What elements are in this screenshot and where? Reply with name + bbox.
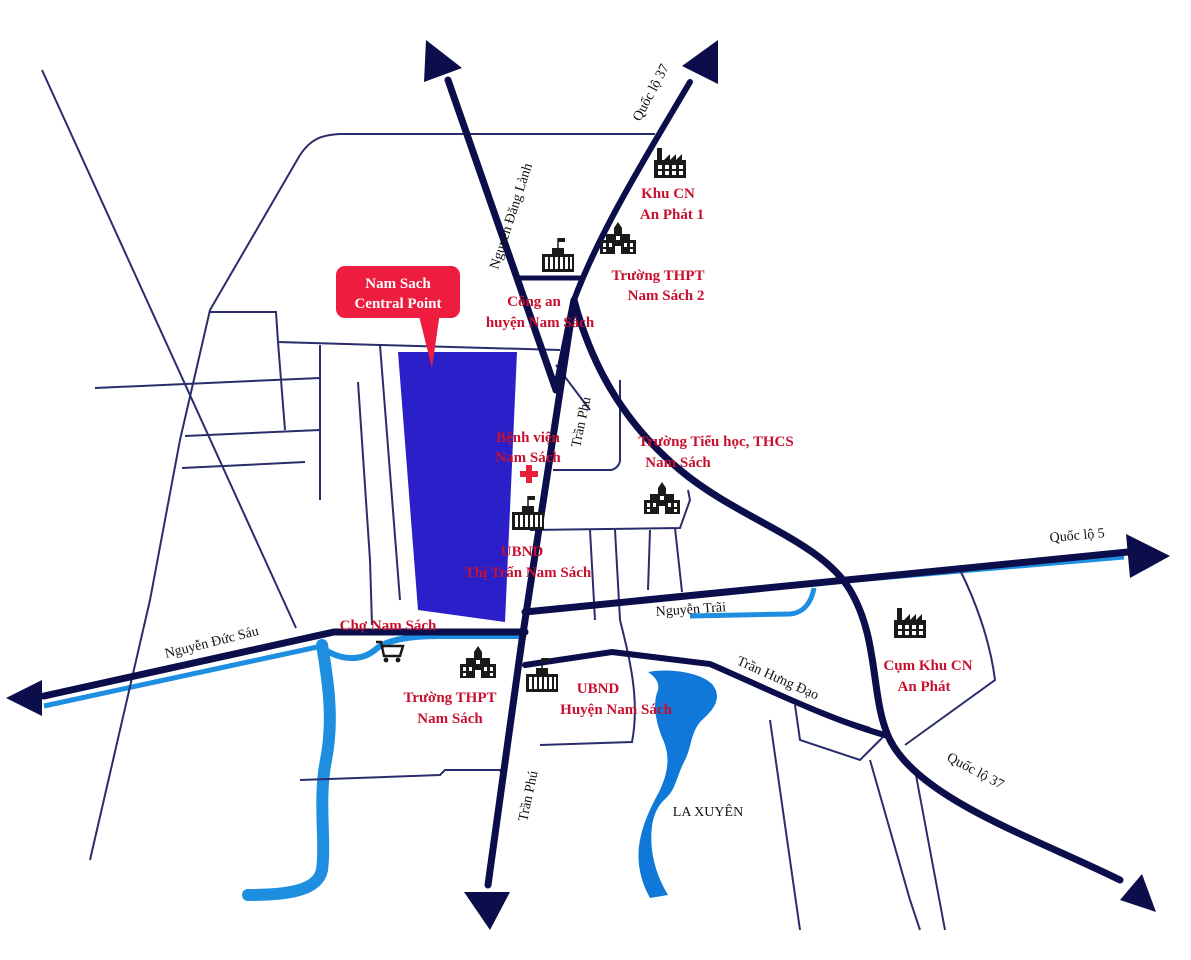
government-building-icon <box>541 237 575 273</box>
poi-label-line2: Nam Sách 2 <box>628 288 705 304</box>
road-label-ql37-north: Quốc lộ 37 <box>630 62 672 124</box>
poi-label-line2: huyện Nam Sách <box>486 315 595 331</box>
poi-cong-an: Công an huyện Nam Sách <box>486 294 595 331</box>
shopping-cart-icon <box>376 640 405 663</box>
arrow-southeast-ql37 <box>1120 874 1156 912</box>
poi-thpt-nam-sach: Trường THPT Nam Sách <box>403 690 496 727</box>
road-tran-phu <box>484 299 578 889</box>
poi-ubnd-huyen: UBND Huyện Nam Sách <box>560 681 672 718</box>
school-icon <box>644 482 680 514</box>
poi-label-line1: Khu CN <box>641 186 695 202</box>
poi-label-line1: Công an <box>507 294 561 310</box>
arrowheads <box>6 40 1170 930</box>
poi-cum-khu-cn: Cụm Khu CN An Phát <box>883 658 972 695</box>
minor-roads <box>41 69 997 931</box>
la-xuyen-lake <box>638 670 717 898</box>
place-label-la-xuyen: LA XUYÊN <box>673 803 743 820</box>
poi-label-line2: An Phát 1 <box>640 207 704 223</box>
school-icon <box>460 646 496 678</box>
government-building-icon <box>511 495 545 531</box>
poi-label-line1: UBND <box>577 681 620 697</box>
arrow-west-nguyen-duc-sau <box>6 680 42 716</box>
poi-label-line1: Bệnh viện <box>496 430 560 446</box>
poi-ubnd-thi-tran: UBND Thị Trấn Nam Sách <box>465 544 592 581</box>
poi-label-line1: Trường THPT <box>611 268 704 284</box>
river-nguyen-trai <box>689 587 817 619</box>
river-west <box>242 639 336 901</box>
poi-label-line2: An Phát <box>898 679 951 695</box>
poi-label-line1: Chợ Nam Sách <box>340 618 437 634</box>
river-canal <box>320 633 525 661</box>
poi-label-line1: UBND <box>501 544 544 560</box>
road-ql5-east <box>521 548 1132 616</box>
road-tran-hung-dao <box>522 648 891 739</box>
poi-thpt-nam-sach-2: Trường THPT Nam Sách 2 <box>611 268 704 304</box>
poi-label-line2: Nam Sách <box>417 711 483 727</box>
poi-label-line2: Nam Sách <box>645 455 711 471</box>
main-roads <box>40 76 1132 889</box>
factory-icon <box>654 148 686 178</box>
poi-label-line1: Trường Tiểu học, THCS <box>638 434 793 450</box>
arrow-east-ql5 <box>1126 534 1170 578</box>
poi-label-line1: Trường THPT <box>403 690 496 706</box>
project-site[interactable] <box>398 352 517 622</box>
poi-label-line2: Huyện Nam Sách <box>560 702 672 718</box>
poi-benh-vien: Bệnh viện Nam Sách <box>495 430 561 466</box>
river-ql5-west <box>43 643 323 709</box>
callout-line2: Central Point <box>354 296 441 312</box>
factory-icon <box>894 608 926 638</box>
poi-label-line2: Thị Trấn Nam Sách <box>465 565 592 581</box>
project-callout[interactable]: Nam Sach Central Point <box>336 266 460 368</box>
poi-khu-cn-an-phat1: Khu CN An Phát 1 <box>640 186 704 223</box>
road-label-ql5: Quốc lộ 5 <box>1049 526 1105 546</box>
road-ql37-north <box>571 79 693 303</box>
callout-line1: Nam Sach <box>365 276 431 292</box>
hospital-cross-icon <box>520 465 538 483</box>
poi-cho-nam-sach: Chợ Nam Sách <box>340 618 437 634</box>
arrow-north-nguyen-dang-lanh <box>424 40 462 82</box>
road-label-tran-phu-north: Trần Phú <box>569 396 594 449</box>
road-label-nguyen-trai: Nguyễn Trãi <box>655 600 726 620</box>
road-label-tran-phu-south: Trần Phú <box>516 770 541 823</box>
road-nguyen-dang-lanh <box>444 76 560 394</box>
arrow-north-ql37 <box>682 40 718 84</box>
road-ql37-curve <box>570 296 1124 884</box>
poi-label-line1: Cụm Khu CN <box>883 658 972 674</box>
poi-label-line2: Nam Sách <box>495 450 561 466</box>
poi-tieu-hoc-thcs: Trường Tiểu học, THCS Nam Sách <box>638 434 793 471</box>
arrow-south-tran-phu <box>464 892 510 930</box>
road-ql5-west <box>40 628 529 700</box>
road-label-ql37-south: Quốc lộ 37 <box>944 750 1006 792</box>
